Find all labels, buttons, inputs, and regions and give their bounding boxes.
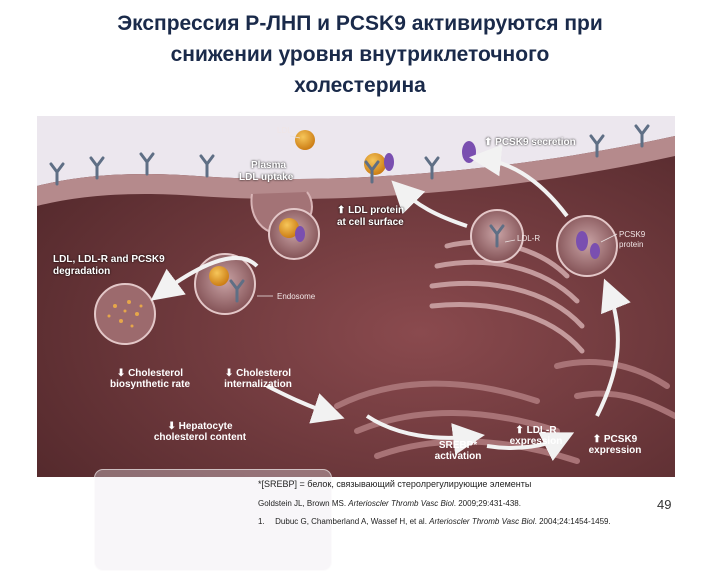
label-chol-internal-1: ⬇ Cholesterol (224, 368, 292, 379)
label-connector-lines (257, 135, 618, 297)
label-ldl: LDL (277, 126, 292, 135)
label-ldlr-expression: ⬆ LDL-R expression (501, 425, 571, 447)
degraded-particles (107, 300, 143, 328)
label-ldlr-expr-2: expression (509, 436, 563, 447)
ldl-particle-extracellular (295, 130, 315, 150)
label-pcsk9-expression: ⬆ PCSK9 expression (577, 434, 653, 456)
label-pcsk9-expr-1: ⬆ PCSK9 (592, 434, 638, 445)
reference-2: 1. Dubuc G, Chamberland A, Wassef H, et … (258, 517, 611, 526)
title-line-1: Экспрессия Р-ЛНП и PCSK9 активируются пр… (117, 12, 603, 35)
plasma-membrane (37, 136, 675, 206)
cell-diagram-svg (37, 116, 678, 477)
ref2-journal: Arterioscler Thromb Vasc Biol (429, 517, 535, 526)
label-hepatocyte-2: cholesterol content (153, 432, 247, 443)
label-chol-biosynthetic: ⬇ Cholesterol biosynthetic rate (95, 368, 205, 390)
label-degradation-2: degradation (53, 266, 111, 277)
extracellular-space (37, 116, 675, 186)
label-degradation-1: LDL, LDL-R and PCSK9 (53, 254, 165, 265)
page-number: 49 (657, 497, 672, 512)
label-ldlr-expr-1: ⬆ LDL-R (515, 425, 557, 436)
label-ldl-r: LDL-R (517, 234, 541, 243)
ref2-authors: Dubuc G, Chamberland A, Wassef H, et al. (275, 517, 430, 526)
label-plasma-ldl-uptake-2: LDL uptake (239, 172, 294, 183)
cell-illustration: LDL Plasma LDL uptake ⬆ LDL protein at c… (37, 116, 678, 571)
label-ldl-protein-2: at cell surface (337, 217, 404, 228)
label-hepatocyte-cholesterol: ⬇ Hepatocyte cholesterol content (135, 421, 265, 443)
label-chol-internal-2: internalization (224, 379, 292, 390)
label-ldl-protein-1: ⬆ LDL protein (337, 205, 405, 216)
ref2-num: 1. (258, 517, 265, 526)
ref1-journal: Arterioscler Thromb Vasc Biol (348, 499, 454, 508)
label-chol-biosynthetic-2: biosynthetic rate (109, 379, 191, 390)
label-chol-biosynthetic-1: ⬇ Cholesterol (116, 368, 184, 379)
label-srebp-2: activation (434, 451, 482, 462)
label-srebp-1: SREBP* (438, 440, 478, 451)
label-pcsk9-protein-2: protein (619, 240, 644, 249)
title-line-2: снижении уровня внутриклеточного (170, 43, 550, 66)
label-hepatocyte-1: ⬇ Hepatocyte (167, 421, 233, 432)
lysosome (94, 283, 156, 345)
slide-title: Экспрессия Р-ЛНП и PCSK9 активируются пр… (0, 8, 720, 101)
title-line-3: холестерина (294, 74, 426, 97)
ref1-rest: . 2009;29:431-438. (453, 499, 521, 508)
label-pcsk9-secretion: ⬆ PCSK9 secretion (484, 137, 576, 148)
label-pcsk9-expr-2: expression (588, 445, 642, 456)
ref1-authors: Goldstein JL, Brown MS. (258, 499, 349, 508)
reference-1: Goldstein JL, Brown MS. Arterioscler Thr… (258, 499, 521, 508)
label-chol-internalization: ⬇ Cholesterol internalization (203, 368, 313, 390)
label-pcsk9-protein-1: PCSK9 (619, 230, 646, 239)
ldl-receptors (49, 124, 650, 303)
srebp-footnote: *[SREBP] = белок, связывающий стеролрегу… (258, 479, 532, 489)
label-endosome: Endosome (277, 292, 316, 301)
label-plasma-ldl-uptake-1: Plasma (251, 160, 287, 171)
ldl-particle-endosome (209, 266, 229, 286)
ref2-rest: . 2004;24:1454-1459. (534, 517, 611, 526)
flow-arrows (150, 144, 631, 462)
label-srebp-activation: SREBP* activation (425, 440, 491, 462)
ldl-particle-vesicle (279, 218, 299, 238)
